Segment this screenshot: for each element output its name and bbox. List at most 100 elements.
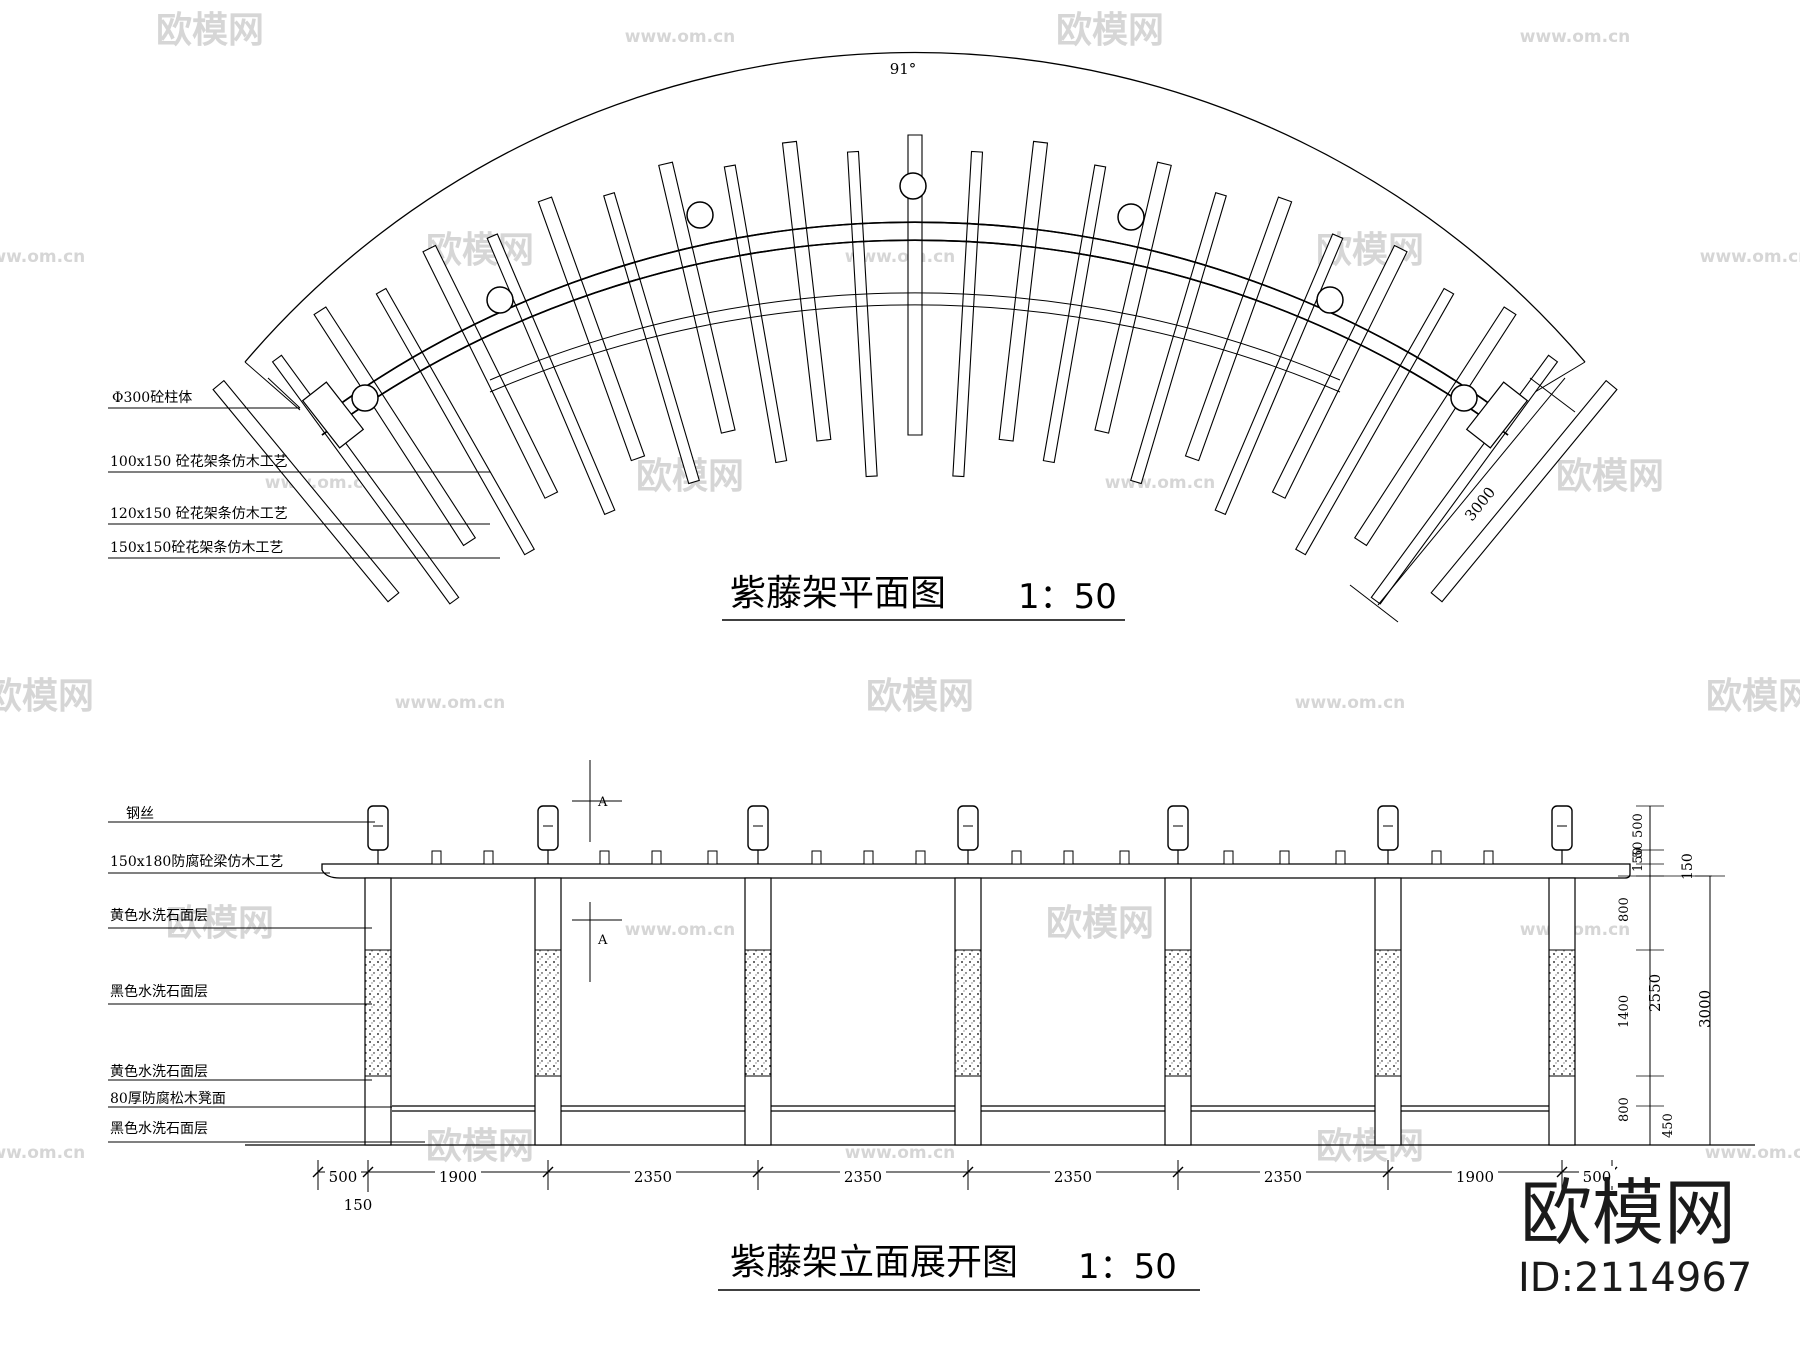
purlin-section xyxy=(1335,850,1346,865)
plan-rafter xyxy=(537,196,646,462)
watermark: www.om.cn xyxy=(0,1143,85,1163)
watermark: www.om.cn xyxy=(395,693,506,713)
elevation-view: A A 钢丝 150x180防腐砼梁仿木工艺 黄色水洗石面层 黑色水洗石面层 黄… xyxy=(108,760,1755,1291)
plan-rafter xyxy=(1042,164,1107,464)
plan-rafter xyxy=(1184,196,1293,462)
plan-column xyxy=(486,286,514,314)
horizontal-dim-label: 1900 xyxy=(439,1168,477,1186)
purlin-section xyxy=(863,850,874,865)
beam-end-left xyxy=(301,381,365,449)
radius-dim-line xyxy=(1377,377,1566,606)
dim-label-bg xyxy=(435,1166,481,1186)
dim-slash xyxy=(1172,1166,1184,1178)
elevation-purlin-group xyxy=(431,850,1494,865)
horizontal-dim-label: 500 xyxy=(329,1168,358,1186)
plan-rafter xyxy=(1094,161,1172,434)
vertical-dim-label: 50 xyxy=(1631,841,1646,858)
plan-rafter xyxy=(313,306,477,547)
brand-id: ID:2114967 xyxy=(1518,1255,1752,1301)
plan-rafter xyxy=(723,164,788,464)
horizontal-dim-label: 500 xyxy=(1583,1168,1612,1186)
plan-rafter xyxy=(658,161,736,434)
watermark: www.om.cn xyxy=(1520,27,1631,47)
plan-rafter xyxy=(781,140,832,442)
vertical-dim-label: 1400 xyxy=(1617,995,1632,1028)
plan-title: 紫藤架平面图 xyxy=(730,573,946,614)
watermark: www.om.cn xyxy=(1105,473,1216,493)
right-dim-mid: 2550 xyxy=(1646,974,1664,1012)
post-stone-band xyxy=(744,949,772,1077)
post-stone-band xyxy=(1374,949,1402,1077)
horizontal-dim-label: 2350 xyxy=(844,1168,882,1186)
plan-rafter xyxy=(1271,244,1408,499)
post-top-cap xyxy=(537,805,559,851)
radius-dim-ext-bot xyxy=(1349,584,1399,623)
watermark: 欧模网 xyxy=(0,676,94,717)
post-stone-band xyxy=(954,949,982,1077)
angle-label: 91° xyxy=(890,60,917,78)
purlin-section xyxy=(1063,850,1074,865)
watermark: 欧模网 xyxy=(156,10,264,51)
post-stone-band xyxy=(364,949,392,1077)
right-dim-150: 150 xyxy=(1680,853,1696,880)
purlin-section xyxy=(431,850,442,865)
elevation-callouts: 钢丝 150x180防腐砼梁仿木工艺 黄色水洗石面层 黑色水洗石面层 黄色水洗石… xyxy=(108,806,425,1143)
plan-callout-rafter-120: 120x150 砼花架条仿木工艺 xyxy=(110,505,288,522)
dim-slash xyxy=(752,1166,764,1178)
watermark: www.om.cn xyxy=(845,247,956,267)
plan-rafter xyxy=(846,150,878,478)
plan-column xyxy=(1117,203,1145,231)
elev-callout-black-1: 黑色水洗石面层 xyxy=(110,983,208,1000)
beam-end-right xyxy=(1465,381,1529,449)
elevation-post-group xyxy=(364,805,1576,1146)
elev-callout-bench: 80厚防腐松木凳面 xyxy=(110,1090,226,1107)
dim-slash xyxy=(1556,1166,1568,1178)
elev-callout-black-2: 黑色水洗石面层 xyxy=(110,1120,208,1137)
watermark: 欧模网 xyxy=(426,1126,534,1167)
purlin-section xyxy=(651,850,662,865)
plan-rafter xyxy=(907,134,923,436)
horizontal-dim-label: 2350 xyxy=(1054,1168,1092,1186)
angle-dimension-arc xyxy=(244,51,1586,363)
plan-column xyxy=(351,384,379,412)
vertical-dim-label: 450 xyxy=(1661,1113,1676,1138)
post-top-cap xyxy=(957,805,979,851)
plan-column xyxy=(899,172,927,200)
watermark: 欧模网 xyxy=(1706,676,1800,717)
angle-ext-line-right xyxy=(1529,361,1586,396)
watermark: www.om.cn xyxy=(1295,693,1406,713)
elevation-scale: 1：50 xyxy=(1078,1247,1177,1287)
dim-label-bg xyxy=(1452,1166,1498,1186)
plan-view: 91° 3000 Φ300砼柱体 100x150 砼花架条仿木工艺 120x15… xyxy=(108,51,1618,623)
purlin-section xyxy=(1279,850,1290,865)
post-stone-band xyxy=(1164,949,1192,1077)
elev-callout-yellow-1: 黄色水洗石面层 xyxy=(110,907,208,924)
purlin-section xyxy=(1431,850,1442,865)
horizontal-dim-label: 2350 xyxy=(634,1168,672,1186)
purlin-section xyxy=(483,850,494,865)
post-top-cap xyxy=(1167,805,1189,851)
dim-label-bg xyxy=(1260,1166,1306,1186)
watermark-layer: 欧模网 www.om.cn 欧模网 www.om.cn 欧模网 www.om.cn 欧模网 w… xyxy=(0,10,1800,1167)
plan-callout-rafter-150: 150x150砼花架条仿木工艺 xyxy=(110,539,283,556)
plan-rafter xyxy=(998,140,1049,442)
vertical-dim-label: 800 xyxy=(1617,1097,1632,1122)
purlin-section xyxy=(811,850,822,865)
plan-callouts: Φ300砼柱体 100x150 砼花架条仿木工艺 120x150 砼花架条仿木工… xyxy=(108,377,500,559)
plan-rafter xyxy=(1430,379,1618,603)
radius-dim-ext-top xyxy=(1529,377,1576,413)
post-top-cap xyxy=(747,805,769,851)
plan-column xyxy=(686,201,714,229)
svg-text:A: A xyxy=(597,933,608,948)
inner-beam-b xyxy=(489,304,1341,393)
inner-beam-a xyxy=(489,292,1341,381)
plan-rafter xyxy=(603,192,700,485)
watermark: 欧模网 xyxy=(1316,1126,1424,1167)
watermark: 欧模网 xyxy=(1046,903,1154,944)
plan-scale: 1：50 xyxy=(1018,577,1117,617)
plan-callout-rafter-100: 100x150 砼花架条仿木工艺 xyxy=(110,453,288,470)
plan-rafter xyxy=(1214,233,1344,516)
watermark: www.om.cn xyxy=(625,920,736,940)
